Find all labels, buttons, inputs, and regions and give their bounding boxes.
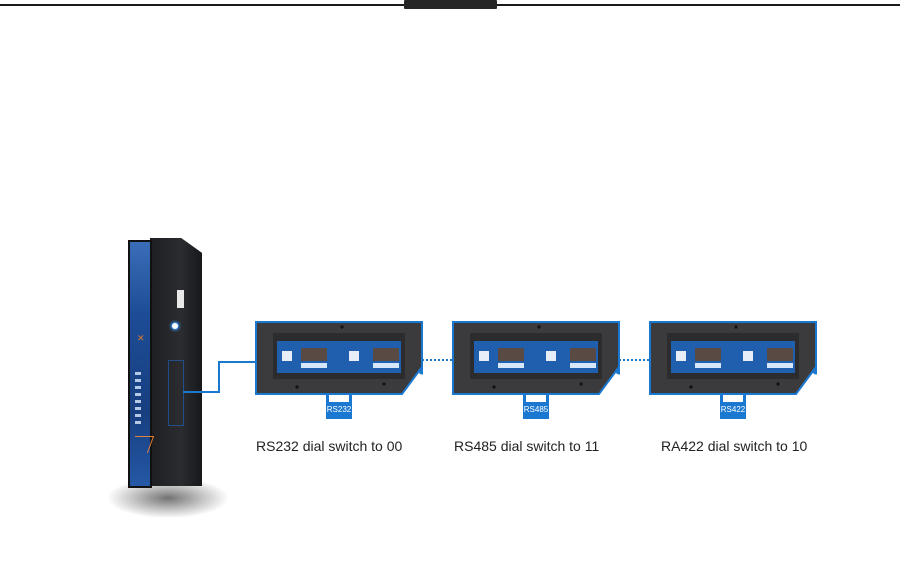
port-label: RS232 [326, 405, 352, 414]
dip-switch-left [479, 348, 524, 368]
connector-line [183, 391, 220, 393]
dip-switch-left [676, 348, 721, 368]
panel-graphic [452, 321, 620, 395]
dip-switch-left [282, 348, 327, 368]
dial-switch-panel-rs422: RS422 [649, 321, 817, 419]
caption-rs232: RS232 dial switch to 00 [256, 438, 403, 454]
dotted-connector [619, 359, 649, 361]
port-label: RS485 [523, 405, 549, 414]
device-model-text [134, 276, 150, 326]
port-slot [723, 395, 743, 402]
dip-switch-right [349, 348, 399, 368]
port-slot [329, 395, 349, 402]
dotted-connector [422, 359, 452, 361]
dip-switch-right [743, 348, 793, 368]
device-side-panel [150, 238, 202, 486]
port-slot [526, 395, 546, 402]
status-led [135, 393, 141, 396]
caption-rs422: RA422 dial switch to 10 [661, 438, 808, 454]
dial-switch-panel-rs232: RS232 [255, 321, 423, 419]
connector-line [218, 361, 220, 393]
dial-switch-panel-rs485: RS485 [452, 321, 620, 419]
status-led [135, 386, 141, 389]
panel-graphic [255, 321, 423, 395]
status-led-list [135, 372, 149, 428]
dip-switch-right [546, 348, 596, 368]
device-sticker [177, 290, 184, 308]
serial-device-server: ✕ [128, 238, 202, 490]
port-tab: RS422 [720, 395, 746, 419]
status-led [135, 421, 141, 424]
brand-logo-icon: ✕ [137, 333, 145, 343]
connector-line [218, 361, 256, 363]
status-led [135, 407, 141, 410]
dial-switch-cover [168, 360, 184, 426]
top-divider-tab [404, 0, 497, 9]
status-led [135, 414, 141, 417]
status-led [135, 372, 141, 375]
port-label: RS422 [720, 405, 746, 414]
port-tab: RS485 [523, 395, 549, 419]
caption-rs485: RS485 dial switch to 11 [454, 438, 600, 454]
power-led-icon [171, 322, 179, 330]
panel-graphic [649, 321, 817, 395]
status-led [135, 400, 141, 403]
port-tab: RS232 [326, 395, 352, 419]
device-front-panel: ✕ [128, 240, 155, 488]
status-led [135, 379, 141, 382]
front-accent-line [128, 436, 155, 453]
